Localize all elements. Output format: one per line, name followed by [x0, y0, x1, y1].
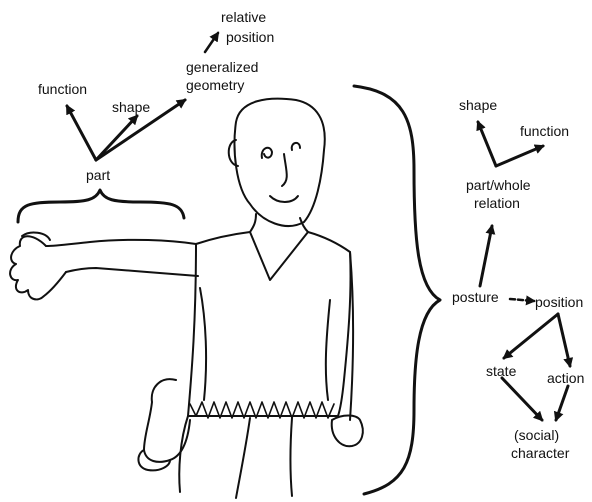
label-generalized-line1: generalized — [186, 59, 258, 75]
label-partwhole-line1: part/whole — [466, 177, 531, 193]
neck-left — [250, 214, 256, 232]
seated-man-sketch-icon — [10, 99, 363, 498]
arrow-position-to-state — [504, 314, 558, 358]
left-leg — [179, 416, 188, 492]
label-relative-line1: relative — [221, 9, 266, 25]
label-generalized-line2: geometry — [186, 77, 244, 93]
arrow-posture-to-position — [510, 299, 534, 301]
arrow-posture-to-partwhole — [480, 226, 492, 286]
arrow-partwhole-to-shape — [478, 122, 496, 166]
label-shape-left: shape — [112, 99, 150, 115]
arrow-part-to-function — [67, 106, 96, 160]
label-partwhole-line2: relation — [474, 195, 520, 211]
outstretched-arm-top — [46, 240, 196, 246]
label-relative-line2: position — [226, 29, 274, 45]
ear — [229, 140, 238, 166]
right-side-seam — [326, 300, 330, 400]
center-leg — [236, 418, 250, 498]
right-posture-tree: shape function part/whole relation postu… — [452, 97, 584, 461]
arrow-geometry-to-relative-position — [205, 33, 218, 52]
label-function-left: function — [38, 81, 87, 97]
label-shape-right: shape — [459, 97, 497, 113]
part-brace — [18, 190, 184, 222]
neck-right — [300, 218, 308, 232]
boot-sole — [138, 450, 170, 470]
arrow-action-to-character — [556, 386, 568, 420]
boot — [144, 379, 190, 462]
label-social-line2: character — [511, 445, 570, 461]
left-eye — [262, 148, 272, 158]
posture-brace — [354, 86, 440, 494]
label-posture: posture — [452, 289, 499, 305]
right-leg — [291, 418, 293, 496]
label-function-right: function — [520, 123, 569, 139]
label-position: position — [535, 294, 583, 310]
mouth — [270, 196, 298, 202]
hanging-hand — [332, 416, 363, 447]
arrow-state-to-character — [502, 378, 542, 420]
arrow-position-to-action — [558, 314, 570, 366]
label-action: action — [547, 370, 584, 386]
left-side-seam — [200, 288, 206, 400]
right-eye — [292, 143, 300, 150]
nose — [282, 154, 287, 186]
left-part-tree: relative position generalized geometry f… — [18, 9, 274, 222]
outstretched-arm-bottom — [66, 268, 198, 276]
label-state: state — [486, 363, 517, 379]
label-part: part — [86, 167, 110, 183]
label-social-line1: (social) — [514, 427, 559, 443]
head — [235, 99, 325, 226]
arrow-partwhole-to-function — [496, 146, 543, 166]
